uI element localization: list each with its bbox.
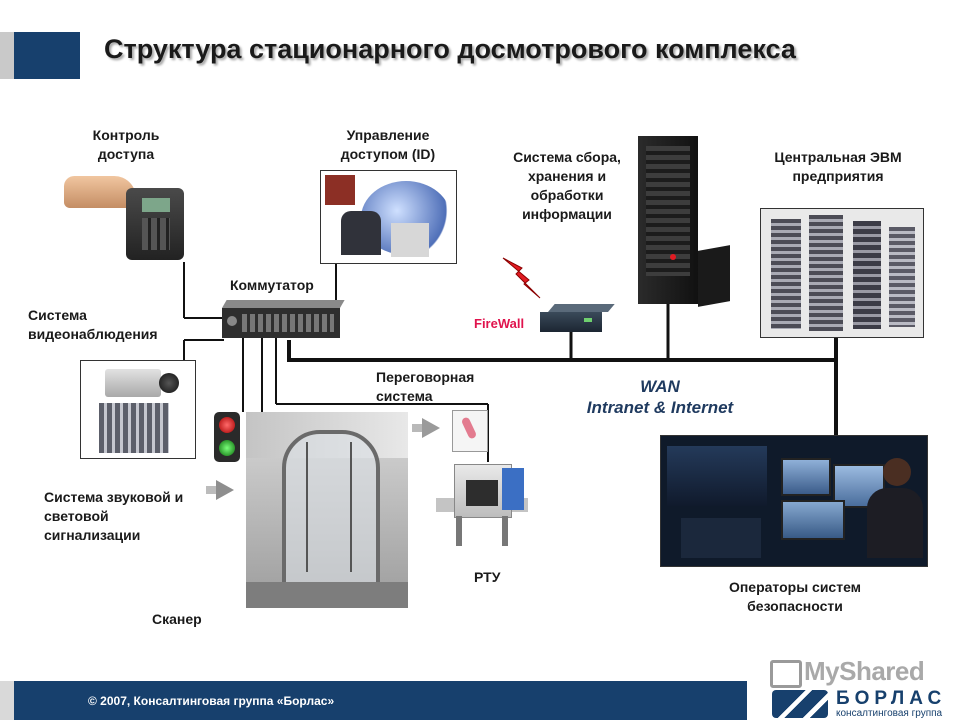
wan-subtitle: Intranet & Internet xyxy=(586,398,734,417)
label-operators: Операторы систем безопасности xyxy=(728,579,862,614)
mainframe-photo xyxy=(760,208,924,338)
borlas-brand: БОРЛАС xyxy=(836,688,947,709)
borlas-logo-mark xyxy=(772,690,828,718)
intercom-mic-icon xyxy=(452,410,488,452)
myshared-watermark: MyShared xyxy=(770,656,940,690)
firewall-device-image xyxy=(540,304,615,332)
id-management-photo xyxy=(320,170,457,264)
hand-shape xyxy=(64,176,136,208)
label-id-management: Управление доступом (ID) xyxy=(340,127,436,162)
siren-icon xyxy=(206,480,238,500)
wan-label: WAN Intranet & Internet xyxy=(570,376,750,418)
borlas-brand-sub: консалтинговая группа xyxy=(836,708,943,719)
rtu-xray-image xyxy=(436,462,528,548)
label-scanner: Сканер xyxy=(152,611,202,627)
label-access-control: Контроль доступа xyxy=(92,127,160,162)
label-alarm: Система звуковой и световой сигнализации xyxy=(44,489,184,543)
label-switch: Коммутатор xyxy=(230,277,314,293)
myshared-text: MyShared xyxy=(804,656,925,686)
video-photo xyxy=(80,360,196,459)
footer-accent xyxy=(0,681,14,720)
slide-title: Структура стационарного досмотрового ком… xyxy=(104,34,796,64)
access-reader-image xyxy=(62,172,188,262)
title-accent-gray xyxy=(0,32,14,79)
label-video: Система видеонаблюдения xyxy=(28,307,158,342)
label-firewall: FireWall xyxy=(474,316,525,331)
scanner-photo xyxy=(246,412,408,608)
label-mainframe: Центральная ЭВМ предприятия xyxy=(774,149,902,184)
operators-photo xyxy=(660,435,928,567)
label-info-system: Система сбора, хранения и обработки инфо… xyxy=(513,149,621,222)
footer-copyright: © 2007, Консалтинговая группа «Борлас» xyxy=(88,694,335,708)
wan-title: WAN xyxy=(640,377,680,396)
server-tower-image xyxy=(638,136,730,307)
title-accent-block xyxy=(14,32,80,79)
intercom-speaker-icon xyxy=(412,418,442,438)
traffic-light-icon xyxy=(214,412,240,462)
label-intercom: Переговорная система xyxy=(376,369,475,404)
label-rtu: РТУ xyxy=(474,569,501,585)
footer-bar xyxy=(0,681,747,720)
presentation-icon xyxy=(770,660,802,688)
borlas-logo: БОРЛАС консалтинговая группа xyxy=(772,688,952,720)
switch-device-image xyxy=(222,300,345,338)
lightning-icon xyxy=(502,257,541,299)
